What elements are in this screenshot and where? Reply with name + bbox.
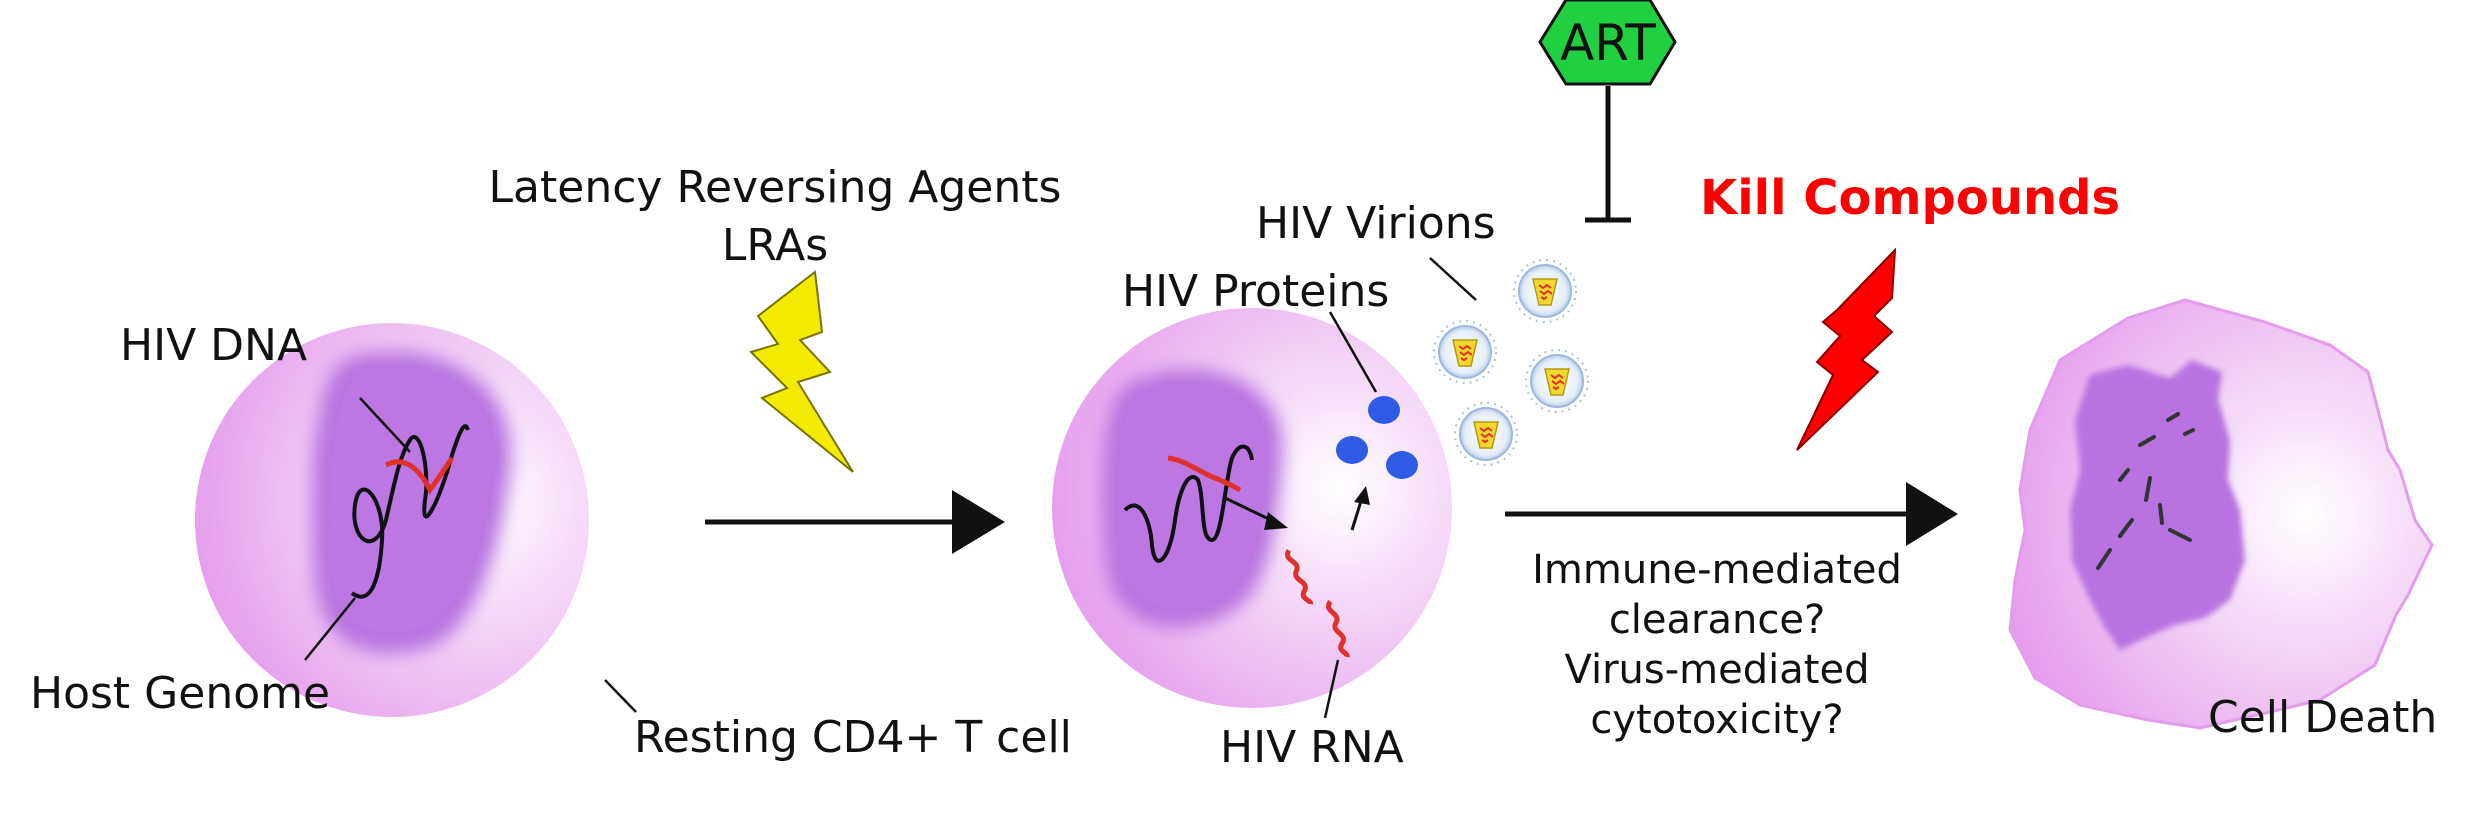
dying-cell — [2008, 298, 2434, 730]
cell-1-nucleus-core — [330, 368, 493, 633]
resting-cell — [195, 323, 589, 717]
immune-mediated-line1: Immune-mediated — [1532, 547, 1902, 593]
lra-arrow — [705, 490, 1005, 554]
cell-death-label: Cell Death — [2208, 692, 2437, 743]
hiv-virions-label: HIV Virions — [1256, 198, 1496, 249]
hiv-rna-label: HIV RNA — [1220, 722, 1404, 773]
reactivated-cell — [1052, 308, 1452, 708]
host-genome-pointer — [304, 597, 356, 661]
cell-2-host-genome-dna — [1123, 444, 1254, 563]
hiv-rna-squiggle-1 — [1285, 549, 1314, 605]
cell-2-hiv-dna-segment — [1167, 455, 1242, 493]
transcription-arrowhead — [1264, 512, 1288, 530]
kill-compounds-label: Kill Compounds — [1700, 170, 2120, 226]
hiv-virions-pointer — [1429, 257, 1477, 301]
hiv-proteins-label: HIV Proteins — [1122, 266, 1389, 317]
hiv-rna-pointer — [1323, 659, 1340, 719]
cell-1-hiv-dna-segment — [384, 456, 455, 495]
hiv-protein-1 — [1368, 396, 1400, 424]
virus-mediated-line1: Virus-mediated — [1565, 647, 1870, 693]
translation-arrow — [1350, 497, 1364, 531]
art-label: ART — [1560, 14, 1656, 72]
dying-cell-nucleus — [2070, 360, 2245, 650]
hiv-virion-1 — [1513, 259, 1577, 323]
fragmented-dna — [2096, 412, 2195, 570]
hiv-virion-3 — [1525, 349, 1589, 413]
transcription-arrow — [1224, 496, 1276, 524]
translation-arrowhead — [1354, 486, 1370, 505]
resting-cell-label: Resting CD4+ T cell — [634, 712, 1072, 763]
hiv-virion-4 — [1454, 402, 1518, 466]
kill-arrow — [1505, 482, 1958, 546]
hiv-dna-pointer — [359, 397, 411, 453]
lra-title-line1: Latency Reversing Agents — [489, 162, 1062, 213]
lra-title-line2: LRAs — [722, 220, 828, 271]
hiv-rna-squiggle-2 — [1326, 600, 1350, 658]
art-octagon-icon — [1538, 0, 1677, 86]
lra-lightning-icon — [749, 270, 854, 473]
cell-1-host-genome-dna — [350, 424, 470, 599]
art-inhibitor: ART — [1538, 0, 1677, 223]
hiv-protein-3 — [1386, 451, 1418, 479]
hiv-dna-label: HIV DNA — [120, 320, 307, 371]
host-genome-label: Host Genome — [30, 668, 330, 719]
virus-mediated-line2: cytotoxicity? — [1590, 697, 1843, 743]
hiv-protein-2 — [1336, 436, 1368, 464]
hiv-proteins-pointer — [1328, 311, 1378, 393]
kill-lightning-icon — [1796, 247, 1897, 451]
immune-mediated-line2: clearance? — [1609, 597, 1825, 643]
hiv-virion-2 — [1433, 320, 1497, 384]
resting-cell-pointer — [604, 679, 637, 713]
